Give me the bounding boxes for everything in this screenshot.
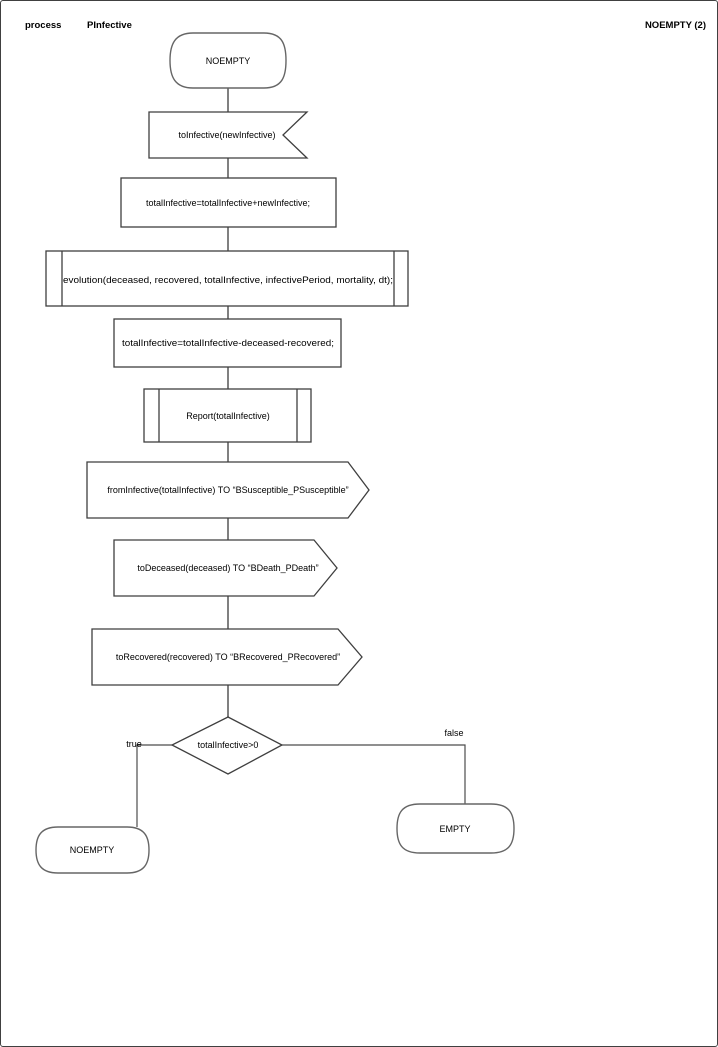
start-state-label: NOEMPTY: [206, 56, 251, 66]
task-box-add: [120, 177, 337, 228]
input-signal-shape: [148, 111, 309, 159]
state-page-reference: NOEMPTY (2): [645, 20, 706, 31]
output-to-recovered-label: toRecovered(recovered) TO “BRecovered_PR…: [116, 652, 340, 662]
procedure-box-evolution: [45, 250, 409, 307]
procedure-report-label: Report(totalInfective): [186, 411, 270, 421]
state-shapes: [35, 32, 515, 874]
input-signal-label: toInfective(newInfective): [178, 130, 275, 140]
node-labels: NOEMPTY toInfective(newInfective) totalI…: [63, 56, 471, 855]
true-branch-label: true: [126, 739, 142, 749]
task-subtract-label: totalInfective=totalInfective-deceased-r…: [122, 338, 334, 348]
output-shape-to-deceased: [113, 539, 338, 597]
procedure-box-report: [143, 388, 312, 443]
process-kind-label: process: [25, 20, 61, 31]
next-state-noempty-shape: [35, 826, 150, 874]
true-branch-line: [136, 744, 172, 827]
task-box-subtract: [113, 318, 342, 368]
output-from-infective-label: fromInfective(totalInfective) TO “BSusce…: [107, 485, 348, 495]
false-branch-label: false: [444, 728, 463, 738]
false-branch-line: [282, 744, 466, 805]
procedure-evolution-label: evolution(deceased, recovered, totalInfe…: [63, 275, 393, 285]
decision-diamond: [170, 716, 284, 775]
task-add-label: totalInfective=totalInfective+newInfecti…: [146, 198, 310, 208]
next-state-noempty-label: NOEMPTY: [70, 845, 115, 855]
branch-connectors: [136, 744, 466, 827]
flow-shapes: [45, 111, 409, 775]
next-state-empty-shape: [396, 803, 515, 854]
output-to-deceased-label: toDeceased(deceased) TO “BDeath_PDeath”: [137, 563, 318, 573]
next-state-empty-label: EMPTY: [439, 824, 470, 834]
output-shape-from-infective: [86, 461, 370, 519]
process-name-label: PInfective: [87, 20, 132, 31]
output-shape-to-recovered: [91, 628, 363, 686]
start-state-shape: [169, 32, 287, 89]
decision-label: totalInfective>0: [198, 740, 259, 750]
